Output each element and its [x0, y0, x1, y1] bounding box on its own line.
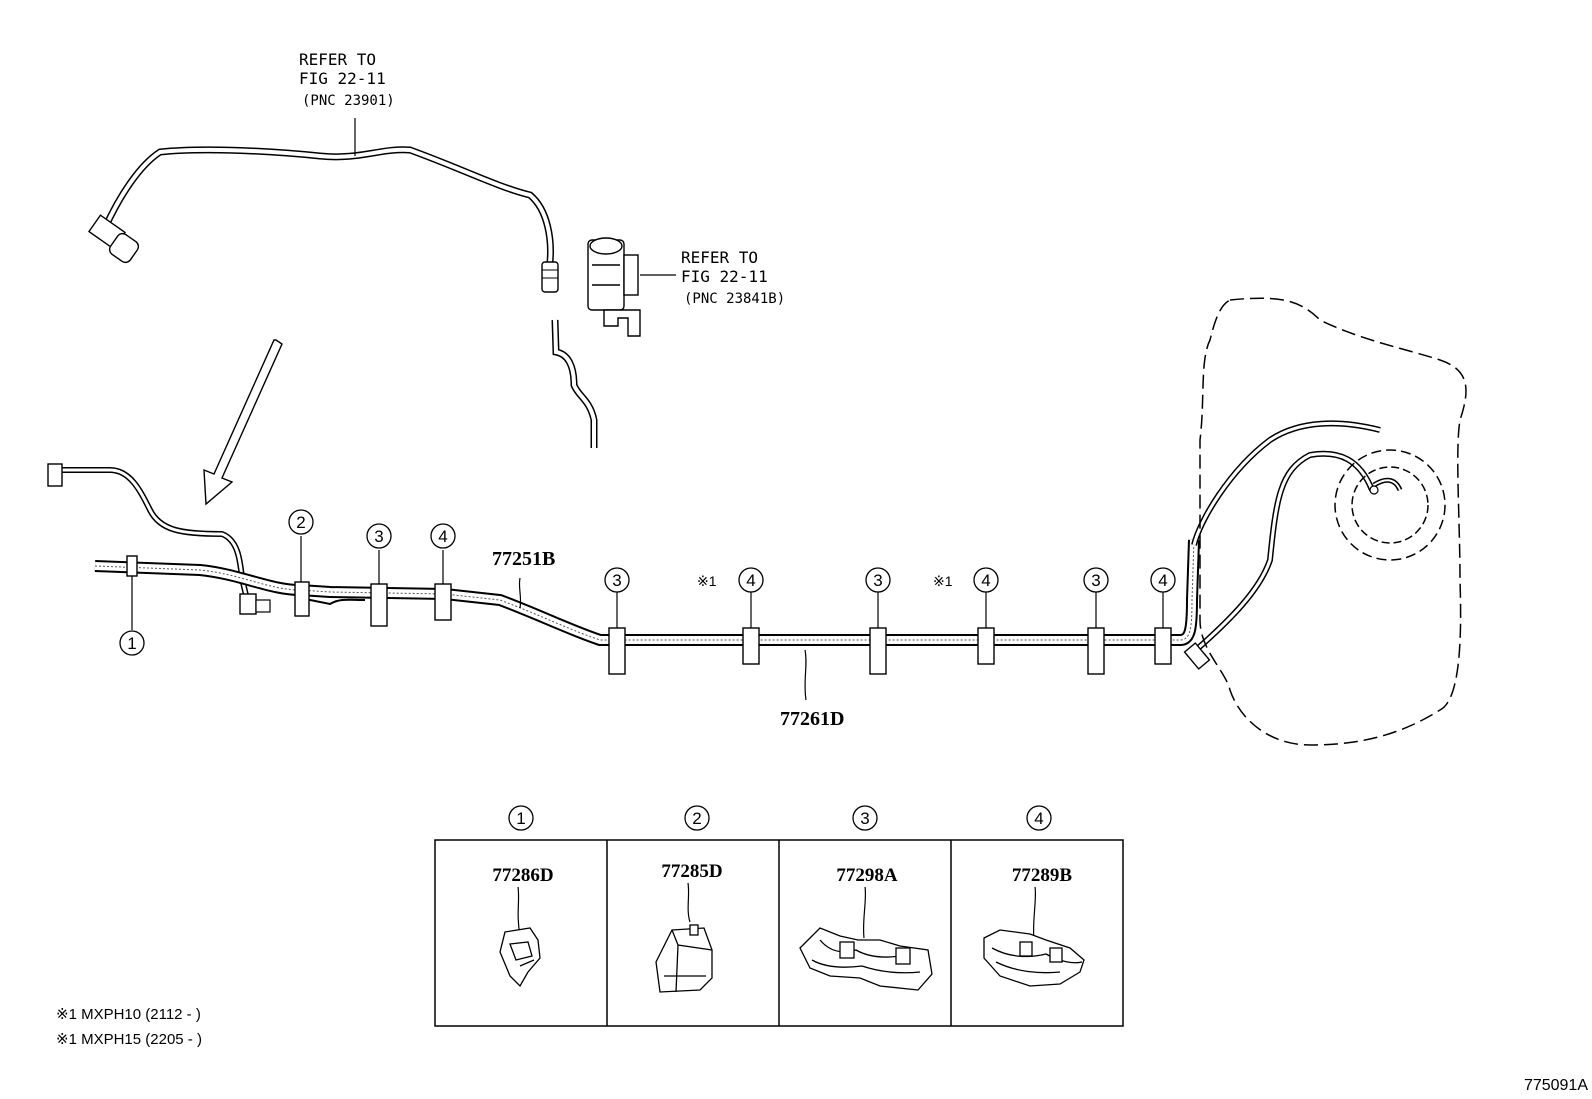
legend-table: 1 2 3 4 77286D 77285D 77298A 77289B — [434, 805, 1124, 1027]
clamp-3a — [370, 583, 388, 627]
refer-upper-line3: (PNC 23901) — [302, 93, 395, 109]
refer-upper-line2: FIG 22-11 — [299, 69, 386, 88]
part-label-77251B: 77251B — [492, 548, 555, 570]
clip-77285D-illustration — [655, 924, 713, 993]
tube-clamps — [126, 555, 1172, 675]
clip-77289B-illustration — [983, 929, 1085, 987]
upper-hose — [88, 118, 559, 293]
marker-3d: 3 — [1091, 571, 1100, 590]
legend-part-77289B: 77289B — [1012, 865, 1073, 886]
marker-4d: 4 — [1158, 571, 1167, 590]
clamp-4c — [977, 627, 995, 665]
clamp-3d — [1087, 627, 1105, 675]
clamp-4a — [434, 583, 452, 621]
clamp-4b — [742, 627, 760, 665]
clamp-3b — [608, 627, 626, 675]
marker-4c: 4 — [981, 571, 990, 590]
left-tube — [47, 463, 271, 615]
legend-part-77298A: 77298A — [836, 865, 898, 886]
clamp-1 — [126, 555, 138, 577]
figure-id: 775091A — [1524, 1077, 1588, 1094]
note-prefix-4b: ※1 — [697, 573, 717, 589]
refer-mid-line3: (PNC 23841B) — [684, 291, 785, 307]
legend-header-2: 2 — [692, 809, 701, 828]
vertical-tube — [551, 319, 598, 448]
clamp-4d — [1154, 627, 1172, 665]
main-tube-bundle — [94, 420, 1381, 670]
clamp-3c — [869, 627, 887, 675]
marker-4a: 4 — [438, 527, 447, 546]
marker-3a: 3 — [374, 527, 383, 546]
refer-mid-line2: FIG 22-11 — [681, 267, 768, 286]
vsv-canister-valve — [587, 237, 676, 337]
clip-77286D-illustration — [499, 927, 541, 988]
fuel-tank-outline — [1199, 297, 1467, 746]
marker-3b: 3 — [612, 571, 621, 590]
diagram-markers — [119, 509, 1176, 656]
hose-connector-left — [88, 214, 140, 264]
clip-77298A-illustration — [799, 927, 933, 991]
note-mxph10: ※1 MXPH10 (2112 - ) — [56, 1006, 201, 1023]
legend-header-4: 4 — [1034, 809, 1043, 828]
part-label-77261D: 77261D — [780, 708, 844, 730]
fuel-pump-inner — [1369, 477, 1403, 495]
note-mxph15: ※1 MXPH15 (2205 - ) — [56, 1031, 202, 1048]
direction-arrow — [203, 339, 283, 506]
marker-2: 2 — [296, 513, 305, 532]
marker-1: 1 — [127, 634, 136, 653]
marker-3c: 3 — [873, 571, 882, 590]
marker-4b: 4 — [746, 571, 755, 590]
leader-lines — [131, 536, 1164, 701]
refer-mid-line1: REFER TO — [681, 248, 758, 267]
hose-connector-right — [541, 261, 559, 293]
legend-part-77286D: 77286D — [492, 865, 553, 886]
refer-upper-line1: REFER TO — [299, 50, 376, 69]
legend-header-3: 3 — [860, 809, 869, 828]
legend-part-77285D: 77285D — [661, 861, 722, 882]
note-prefix-4c: ※1 — [933, 573, 953, 589]
clamp-2 — [294, 581, 310, 617]
legend-header-1: 1 — [516, 809, 525, 828]
